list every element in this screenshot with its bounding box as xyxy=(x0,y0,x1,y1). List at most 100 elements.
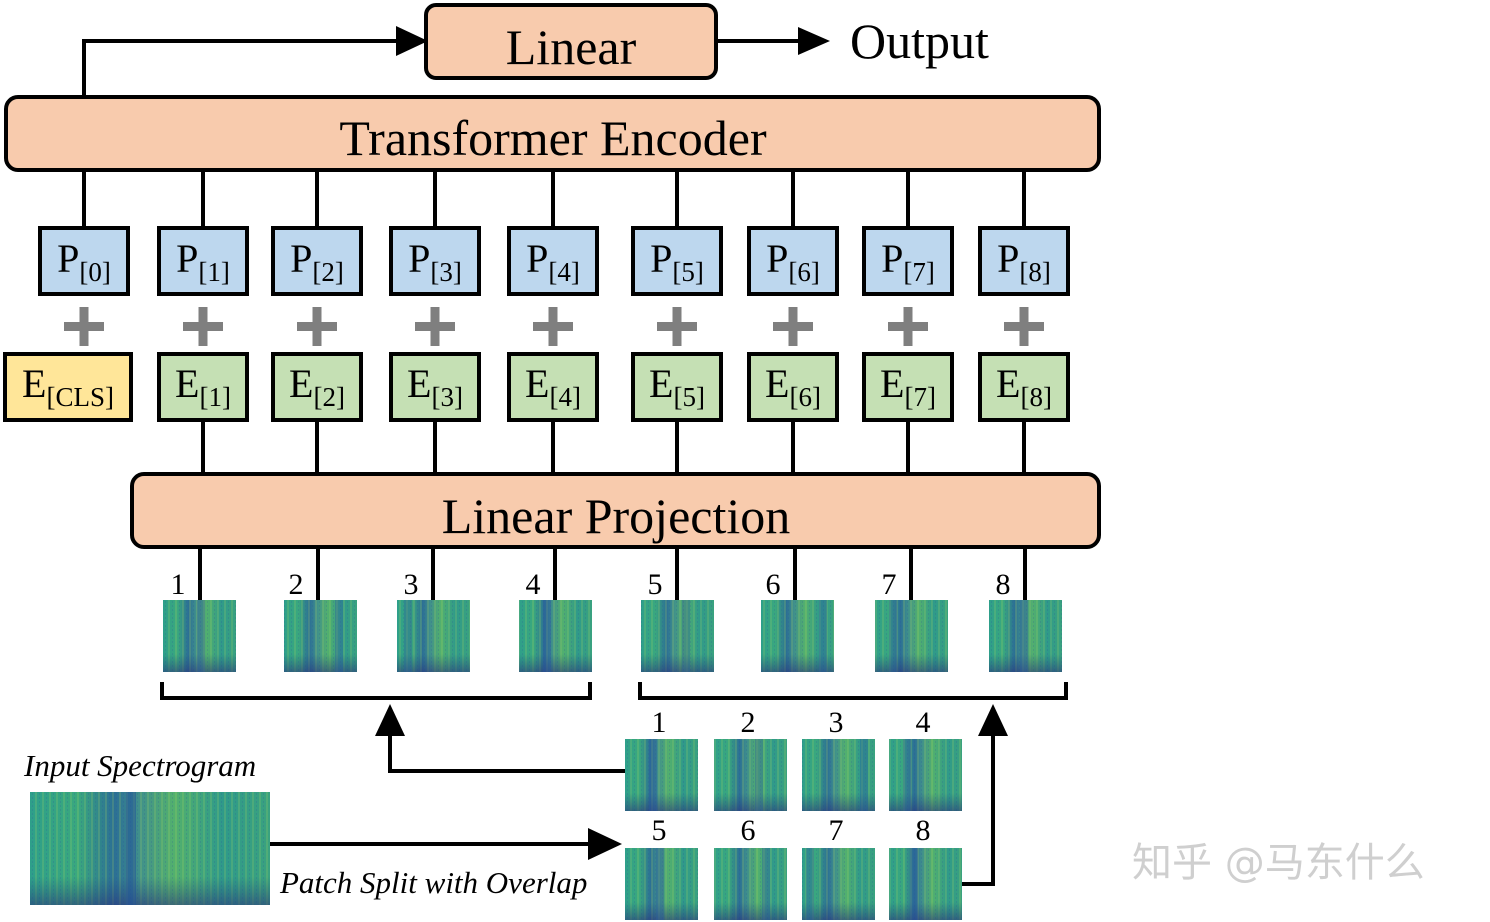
output-label: Output xyxy=(850,13,989,69)
token-column-7: P[7] E[7] xyxy=(862,170,954,474)
patch-embedding-label-subscript: [1] xyxy=(199,382,230,412)
token-column-5: P[5] E[5] xyxy=(631,170,723,474)
patch-number: 3 xyxy=(404,568,419,601)
position-embedding-label-base: P xyxy=(526,236,548,281)
position-embedding-label-base: P xyxy=(57,236,79,281)
patch-embedding-label-subscript: [8] xyxy=(1020,382,1051,412)
position-embedding-label: P[6] xyxy=(766,236,820,287)
grid-patch-number: 1 xyxy=(652,706,667,739)
grid-patch-number: 7 xyxy=(829,814,844,847)
encoder-label: Transformer Encoder xyxy=(339,110,767,166)
position-embedding-label-subscript: [3] xyxy=(430,257,461,287)
patch-embedding-label-base: E xyxy=(880,361,904,406)
grid-to-right-bracket-arrow xyxy=(962,704,1008,886)
patch-embedding-label-base: E xyxy=(407,361,431,406)
spectrogram-patch xyxy=(519,600,592,672)
plus-icon xyxy=(64,307,104,346)
token-column-0: P[0] E[CLS] xyxy=(3,170,133,422)
token-columns: P[0]E[CLS]P[1]E[1]P[2]E[2]P[3]E[3]P[4]E[… xyxy=(3,170,1070,474)
spectrogram-patch xyxy=(875,600,948,672)
plus-icon xyxy=(183,307,223,346)
patch-embedding-label: E[7] xyxy=(880,361,936,412)
token-column-4: P[4]E[4] xyxy=(507,170,599,474)
patch-embedding-label-base: E xyxy=(996,361,1020,406)
plus-icon xyxy=(657,307,697,346)
position-embedding-label-base: P xyxy=(881,236,903,281)
position-embedding-label: P[1] xyxy=(176,236,230,287)
patch-embedding-box xyxy=(862,352,954,422)
patch-embedding-label-subscript: [3] xyxy=(431,382,462,412)
position-embedding-label-base: P xyxy=(176,236,198,281)
input-spectrogram xyxy=(30,792,270,905)
spectrogram-patch xyxy=(397,600,470,672)
plus-icon xyxy=(888,307,928,346)
patch-embedding-label-base: E xyxy=(765,361,789,406)
position-embedding-label-subscript: [2] xyxy=(312,257,343,287)
grid-patch xyxy=(714,739,787,811)
projection-label: Linear Projection xyxy=(442,488,791,544)
patch-split-arrow xyxy=(270,828,622,860)
cls-token-label-subscript: [CLS] xyxy=(46,382,114,412)
patch-embedding-box xyxy=(631,352,723,422)
grid-to-left-bracket-arrow xyxy=(375,704,625,773)
position-embedding-label-subscript: [5] xyxy=(672,257,703,287)
position-embedding-label-base: P xyxy=(766,236,788,281)
patch-number: 2 xyxy=(289,568,304,601)
position-embedding-label-base: P xyxy=(290,236,312,281)
spectrogram-patch xyxy=(284,600,357,672)
spectrogram-patch xyxy=(989,600,1062,672)
cls-token-label: E[CLS] xyxy=(22,361,114,412)
cls-token-box xyxy=(3,352,133,422)
patch-embedding-label: E[5] xyxy=(649,361,705,412)
token-column-8: P[8]E[8] xyxy=(978,170,1070,474)
linear-block: Linear xyxy=(424,3,718,80)
patch-embedding-label-base: E xyxy=(175,361,199,406)
grid-patch xyxy=(889,739,962,811)
position-embedding-box xyxy=(862,226,954,296)
patch-number: 6 xyxy=(766,568,781,601)
position-embedding-label-subscript: [8] xyxy=(1019,257,1050,287)
grid-patch xyxy=(625,739,698,811)
linear-label: Linear xyxy=(506,19,637,75)
position-embedding-label: P[3] xyxy=(408,236,462,287)
plus-icon xyxy=(1004,307,1044,346)
token-column-1: P[1]E[1] xyxy=(157,170,249,474)
patch-number: 8 xyxy=(996,568,1011,601)
token-column-3: P[3]E[3] xyxy=(389,170,481,474)
grid-patch-number: 6 xyxy=(741,814,756,847)
position-embedding-box xyxy=(271,226,363,296)
position-embedding-box xyxy=(157,226,249,296)
position-embedding-box xyxy=(507,226,599,296)
position-embedding-box xyxy=(38,226,130,296)
position-embedding-label-subscript: [7] xyxy=(903,257,934,287)
grid-patch xyxy=(802,739,875,811)
position-embedding-box xyxy=(631,226,723,296)
position-embedding-label-base: P xyxy=(408,236,430,281)
position-embedding-label: P[8] xyxy=(997,236,1051,287)
transformer-encoder-block: Transformer Encoder xyxy=(4,95,1101,172)
patch-embedding-label: E[3] xyxy=(407,361,463,412)
patch-embedding-label: E[1] xyxy=(175,361,231,412)
spectrogram-patch xyxy=(641,600,714,672)
patch-embedding-label: E[2] xyxy=(289,361,345,412)
grid-patch xyxy=(889,848,962,920)
grid-patch xyxy=(625,848,698,920)
position-embedding-label: P[0] xyxy=(57,236,111,287)
position-embedding-label-subscript: [0] xyxy=(79,257,110,287)
patch-number: 5 xyxy=(648,568,663,601)
linear-projection-block: Linear Projection xyxy=(130,472,1101,549)
output-arrow xyxy=(716,27,830,55)
patch-embedding-box xyxy=(389,352,481,422)
plus-icon xyxy=(533,307,573,346)
position-embedding-box xyxy=(747,226,839,296)
position-embedding-label-subscript: [4] xyxy=(548,257,579,287)
patch-embedding-box xyxy=(978,352,1070,422)
patch-embedding-label-subscript: [6] xyxy=(789,382,820,412)
grid-patch xyxy=(802,848,875,920)
patch-embedding-label-base: E xyxy=(649,361,673,406)
patch-number: 1 xyxy=(171,568,186,601)
plus-icon xyxy=(773,307,813,346)
position-embedding-label-base: P xyxy=(650,236,672,281)
cls-to-linear-arrow xyxy=(82,26,428,97)
